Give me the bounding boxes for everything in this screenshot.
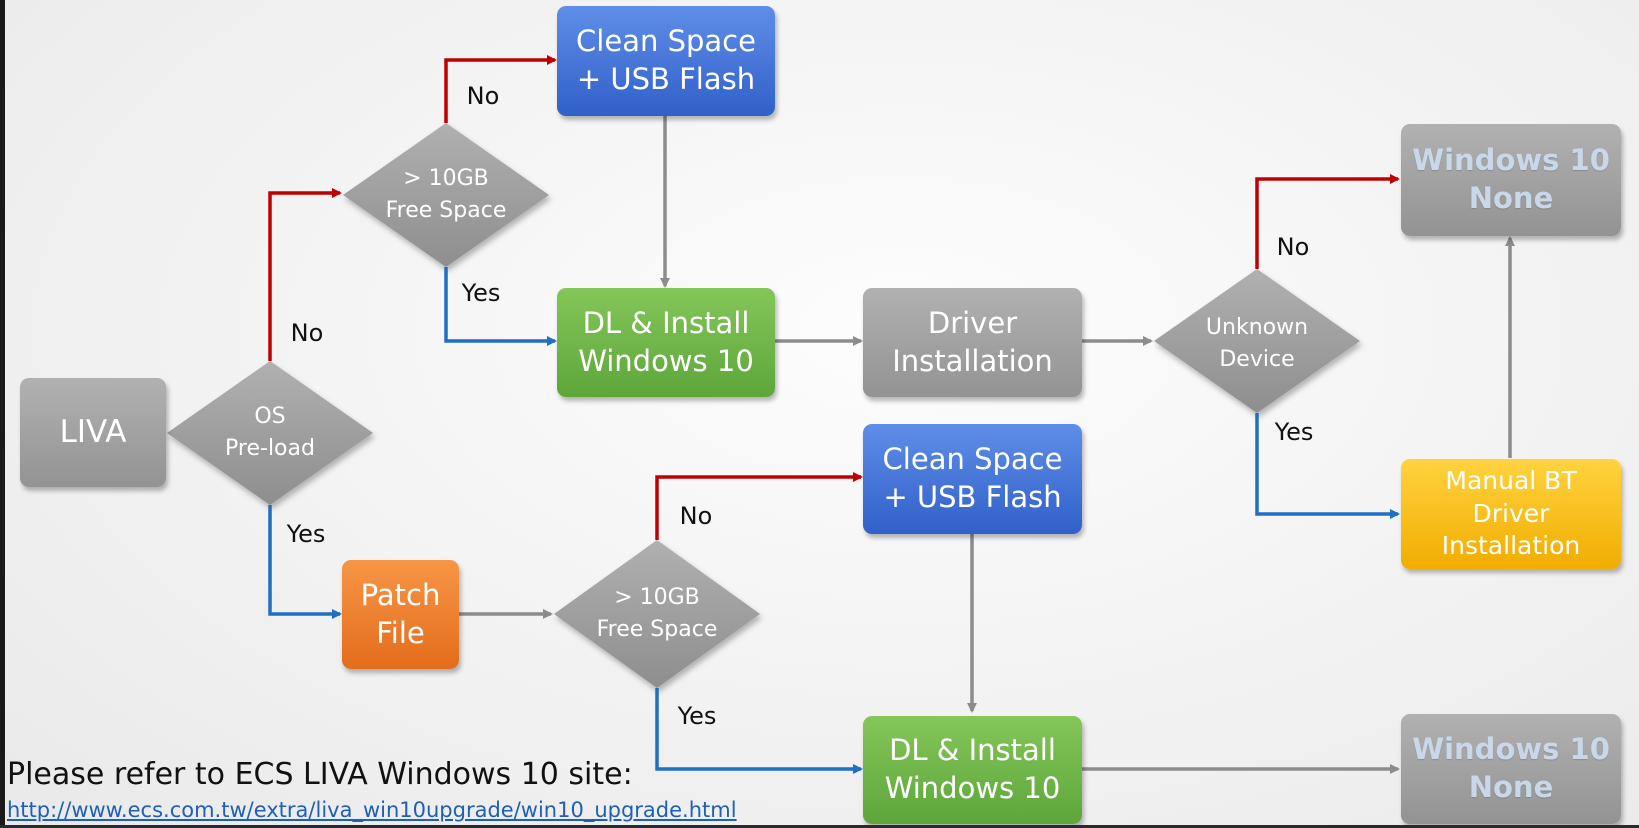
driver-installation-box: Driver Installation	[863, 288, 1082, 397]
edge-label-os-no: No	[290, 319, 324, 347]
windows10-none-bottom-box: Windows 10 None	[1401, 714, 1621, 824]
manual-bt-box: Manual BT Driver Installation	[1401, 459, 1621, 569]
os-preload-label: OS Pre-load	[225, 404, 315, 461]
connector-free-bottom-no	[655, 472, 863, 540]
dl-install-bottom-label: DL & Install Windows 10	[884, 733, 1061, 805]
edge-label-free-top-yes: Yes	[461, 279, 501, 307]
free-space-top-label: > 10GB Free Space	[385, 166, 507, 223]
edge-label-free-top-no: No	[466, 82, 500, 110]
liva-label: LIVA	[59, 414, 127, 451]
connector-unknown-yes	[1255, 413, 1400, 519]
windows10-none-bottom-label: Windows 10 None	[1412, 732, 1610, 804]
os-preload-decision	[167, 361, 373, 505]
ecs-site-link[interactable]: http://www.ecs.com.tw/extra/liva_win10up…	[7, 798, 737, 822]
manual-bt-label: Manual BT Driver Installation	[1441, 466, 1581, 561]
free-space-top-decision	[343, 123, 549, 267]
free-space-bottom-decision	[554, 540, 760, 688]
dl-install-top-box: DL & Install Windows 10	[557, 288, 775, 397]
connector-os-yes	[268, 505, 342, 619]
edge-label-os-yes: Yes	[286, 520, 326, 548]
left-frame-border	[0, 0, 5, 828]
connector-os-no	[268, 188, 342, 361]
unknown-device-decision	[1154, 269, 1360, 413]
patch-file-label: Patch File	[360, 577, 441, 650]
clean-space-top-box: Clean Space + USB Flash	[557, 6, 775, 116]
unknown-device-label: Unknown Device	[1205, 315, 1309, 372]
driver-installation-label: Driver Installation	[892, 305, 1053, 378]
connector-free-top-no	[444, 55, 557, 123]
clean-space-bottom-box: Clean Space + USB Flash	[863, 424, 1082, 534]
clean-space-top-label: Clean Space + USB Flash	[576, 24, 756, 96]
reference-note: Please refer to ECS LIVA Windows 10 site…	[7, 757, 633, 792]
liva-box: LIVA	[20, 378, 166, 487]
windows10-none-top-box: Windows 10 None	[1401, 124, 1621, 236]
connector-free-top-yes	[444, 267, 557, 346]
edge-label-unknown-no: No	[1276, 233, 1310, 261]
edge-label-free-bottom-no: No	[679, 502, 713, 530]
clean-space-bottom-label: Clean Space + USB Flash	[882, 442, 1063, 514]
dl-install-bottom-box: DL & Install Windows 10	[863, 716, 1082, 824]
windows10-none-top-label: Windows 10 None	[1412, 143, 1610, 215]
dl-install-top-label: DL & Install Windows 10	[578, 305, 754, 378]
connector-free-bottom-yes	[655, 688, 863, 774]
edge-label-unknown-yes: Yes	[1274, 418, 1314, 446]
connector-unknown-no	[1255, 174, 1400, 269]
free-space-bottom-label: > 10GB Free Space	[596, 585, 718, 642]
bottom-frame-border	[0, 825, 1639, 828]
patch-file-box: Patch File	[342, 560, 459, 669]
edge-label-free-bottom-yes: Yes	[677, 702, 717, 730]
